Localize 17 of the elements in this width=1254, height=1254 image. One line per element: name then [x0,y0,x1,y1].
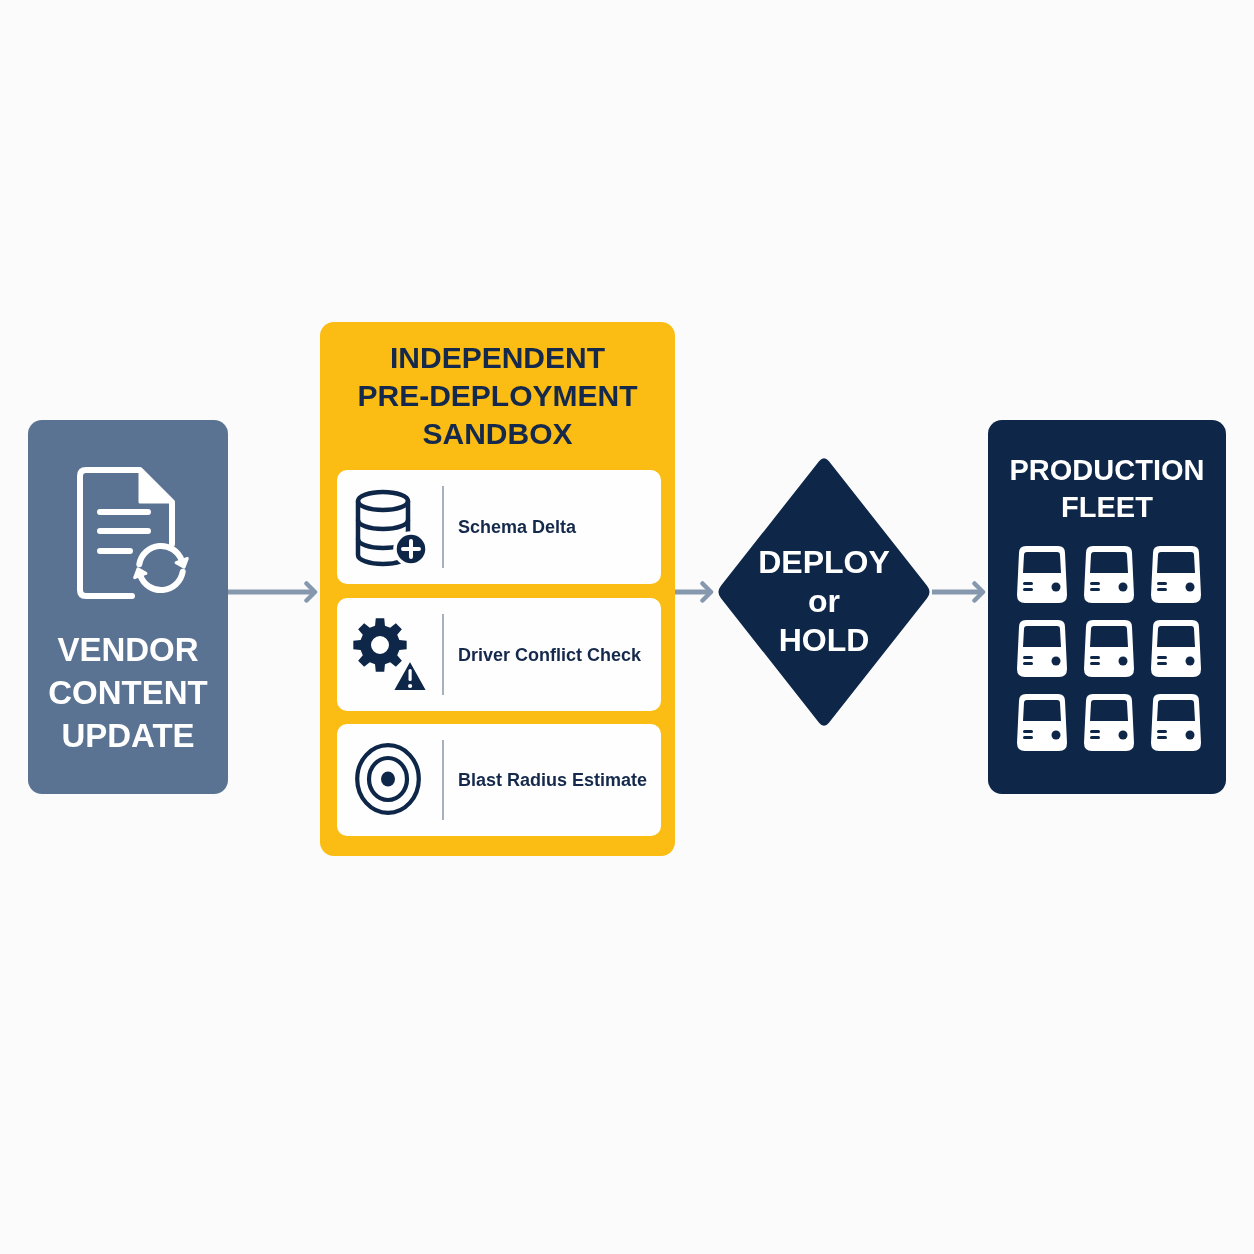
check-label: Blast Radius Estimate [458,769,648,791]
panel-title: INDEPENDENT PRE-DEPLOYMENT SANDBOX [357,340,638,452]
check-card [337,470,661,584]
box-label: VENDOR CONTENT UPDATE [48,630,208,756]
arrow [932,581,986,603]
fleet-panel [988,420,1226,794]
process-box [28,420,228,794]
check-card [337,724,661,836]
decision-diamond [716,455,932,729]
check-card [337,598,661,711]
check-label: Schema Delta [458,516,577,538]
arrow [675,581,714,603]
panel-title: PRODUCTION FLEET [1009,453,1205,525]
sandbox-panel [320,322,675,856]
decision-label: DEPLOY or HOLD [758,542,890,660]
check-label: Driver Conflict Check [458,644,642,665]
arrow [228,581,318,603]
